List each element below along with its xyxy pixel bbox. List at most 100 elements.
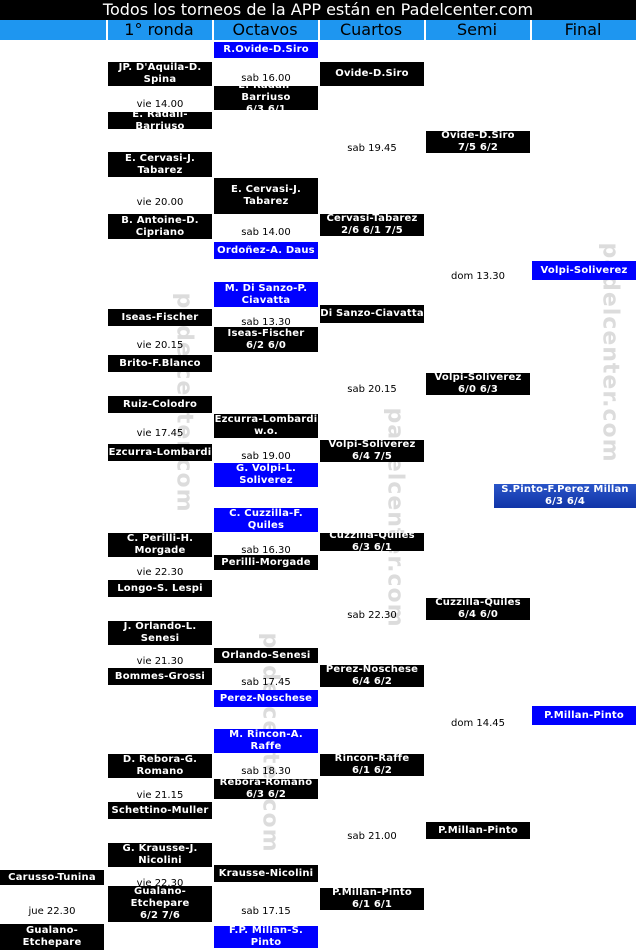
team-box: G. Volpi-L. Soliverez	[214, 463, 318, 487]
team-name: Carusso-Tunina	[8, 871, 96, 883]
team-box: Volpi-Soliverez	[532, 261, 636, 280]
team-name: F.P. Millan-S. Pinto	[229, 925, 303, 948]
header-divider	[424, 20, 426, 40]
team-box: M. Rincon-A. Raffe	[214, 729, 318, 753]
team-name: E. Cervasi-J. Tabarez	[230, 184, 302, 207]
match-time: vie 22.30	[136, 567, 184, 578]
team-name: P.Millan-Pinto	[332, 887, 412, 898]
team-name: Rincon-Raffe	[334, 753, 410, 764]
match-score: 6/4 7/5	[351, 451, 393, 462]
team-name: Ruiz-Colodro	[122, 398, 198, 410]
header-final: Final	[530, 20, 636, 40]
team-box: Ruiz-Colodro	[108, 396, 212, 413]
team-name: J. Orlando-L. Senesi	[123, 621, 197, 644]
header-primera-ronda: 1° ronda	[106, 20, 212, 40]
team-name: E. Radall-Barriuso	[238, 80, 294, 103]
team-box: Iseas-Fischer	[108, 309, 212, 326]
team-name: Cervasi-Tabarez	[326, 213, 418, 224]
match-score: 6/3 6/4	[544, 496, 586, 507]
team-box: Longo-S. Lespi	[108, 580, 212, 597]
match-time: sab 14.00	[241, 227, 291, 238]
match-time: vie 21.15	[136, 790, 184, 801]
match-score: 6/4 6/0	[457, 609, 499, 620]
header-divider	[530, 20, 532, 40]
match-time: vie 20.15	[136, 340, 184, 351]
match-score: 6/1 6/2	[351, 765, 393, 776]
header-cuartos: Cuartos	[318, 20, 424, 40]
team-box: Di Sanzo-Ciavatta	[320, 305, 424, 323]
team-name: Longo-S. Lespi	[117, 582, 203, 594]
team-name: C. Perilli-H. Morgade	[126, 533, 194, 556]
team-name: Rebora-Romano	[219, 777, 313, 788]
match-time: vie 14.00	[136, 99, 184, 110]
team-box: R.Ovide-D.Siro	[214, 42, 318, 58]
match-time: sab 21.00	[347, 831, 397, 842]
team-name: Ovide-D.Siro	[441, 130, 515, 141]
team-box: Carusso-Tunina	[0, 870, 104, 885]
team-name: Iseas-Fischer	[227, 327, 305, 339]
team-box: E. Radall-Barriuso	[108, 109, 212, 132]
team-name: Cuzzilla-Quiles	[329, 530, 415, 541]
team-name: Brito-F.Blanco	[119, 357, 201, 369]
match-score: 6/3 6/1	[245, 104, 287, 115]
team-box: E. Cervasi-J. Tabarez	[108, 152, 212, 177]
team-name: C. Cuzzilla-F. Quiles	[229, 508, 303, 531]
team-box: M. Di Sanzo-P. Ciavatta	[214, 282, 318, 307]
header-octavos: Octavos	[212, 20, 318, 40]
match-score: 6/3 6/2	[245, 789, 287, 800]
team-box: Bommes-Grossi	[108, 668, 212, 685]
team-box: F.P. Millan-S. Pinto	[214, 925, 318, 948]
team-name: M. Di Sanzo-P. Ciavatta	[224, 282, 308, 306]
team-name: E. Radall-Barriuso	[132, 108, 188, 132]
team-name: Iseas-Fischer	[121, 311, 199, 323]
team-box: G. Krausse-J. Nicolini	[108, 843, 212, 867]
banner: Todos los torneos de la APP están en Pad…	[0, 0, 636, 20]
team-name: Perez-Noschese	[219, 692, 313, 704]
match-time: dom 14.45	[450, 718, 505, 729]
match-time: sab 18.30	[241, 766, 291, 777]
team-box: P.Millan-Pinto	[532, 706, 636, 725]
team-box: Perez-Noschese	[214, 690, 318, 707]
team-name: Ezcurra-Lombardi	[108, 446, 212, 458]
match-time: sab 20.15	[347, 384, 397, 395]
team-name: M. Rincon-A. Raffe	[229, 729, 303, 752]
match-score: 6/2 7/6	[139, 910, 181, 921]
team-box: Ovide-D.Siro	[320, 62, 424, 86]
match-time: sab 19.45	[347, 143, 397, 154]
match-time: sab 13.30	[241, 317, 291, 328]
team-box: Perilli-Morgade	[214, 555, 318, 570]
match-time: sab 17.15	[241, 906, 291, 917]
match-time: jue 22.30	[28, 906, 76, 917]
team-box: P.Millan-Pinto	[426, 822, 530, 839]
team-name: P.Millan-Pinto	[438, 824, 518, 836]
team-box: Orlando-Senesi	[214, 648, 318, 663]
match-time: dom 13.30	[450, 271, 505, 282]
team-box: J. Orlando-L. Senesi	[108, 621, 212, 645]
team-name: D. Rebora-G. Romano	[122, 754, 198, 777]
team-box: Gualano-Etchepare	[0, 924, 104, 950]
team-name: Krausse-Nicolini	[218, 867, 314, 879]
team-box: E. Cervasi-J. Tabarez	[214, 178, 318, 214]
match-score: 6/3 6/1	[351, 542, 393, 553]
match-score: 6/4 6/2	[351, 676, 393, 687]
header-divider	[106, 20, 108, 40]
match-score: 2/6 6/1 7/5	[341, 225, 403, 236]
team-name: G. Volpi-L. Soliverez	[235, 463, 297, 486]
team-box: JP. D'Aquila-D. Spina	[108, 62, 212, 86]
team-name: Perilli-Morgade	[221, 556, 311, 568]
team-box: Krausse-Nicolini	[214, 865, 318, 882]
team-box: Ezcurra-Lombardi	[108, 444, 212, 461]
match-time: vie 20.00	[136, 197, 184, 208]
header-divider	[318, 20, 320, 40]
team-name: P.Millan-Pinto	[544, 709, 624, 721]
